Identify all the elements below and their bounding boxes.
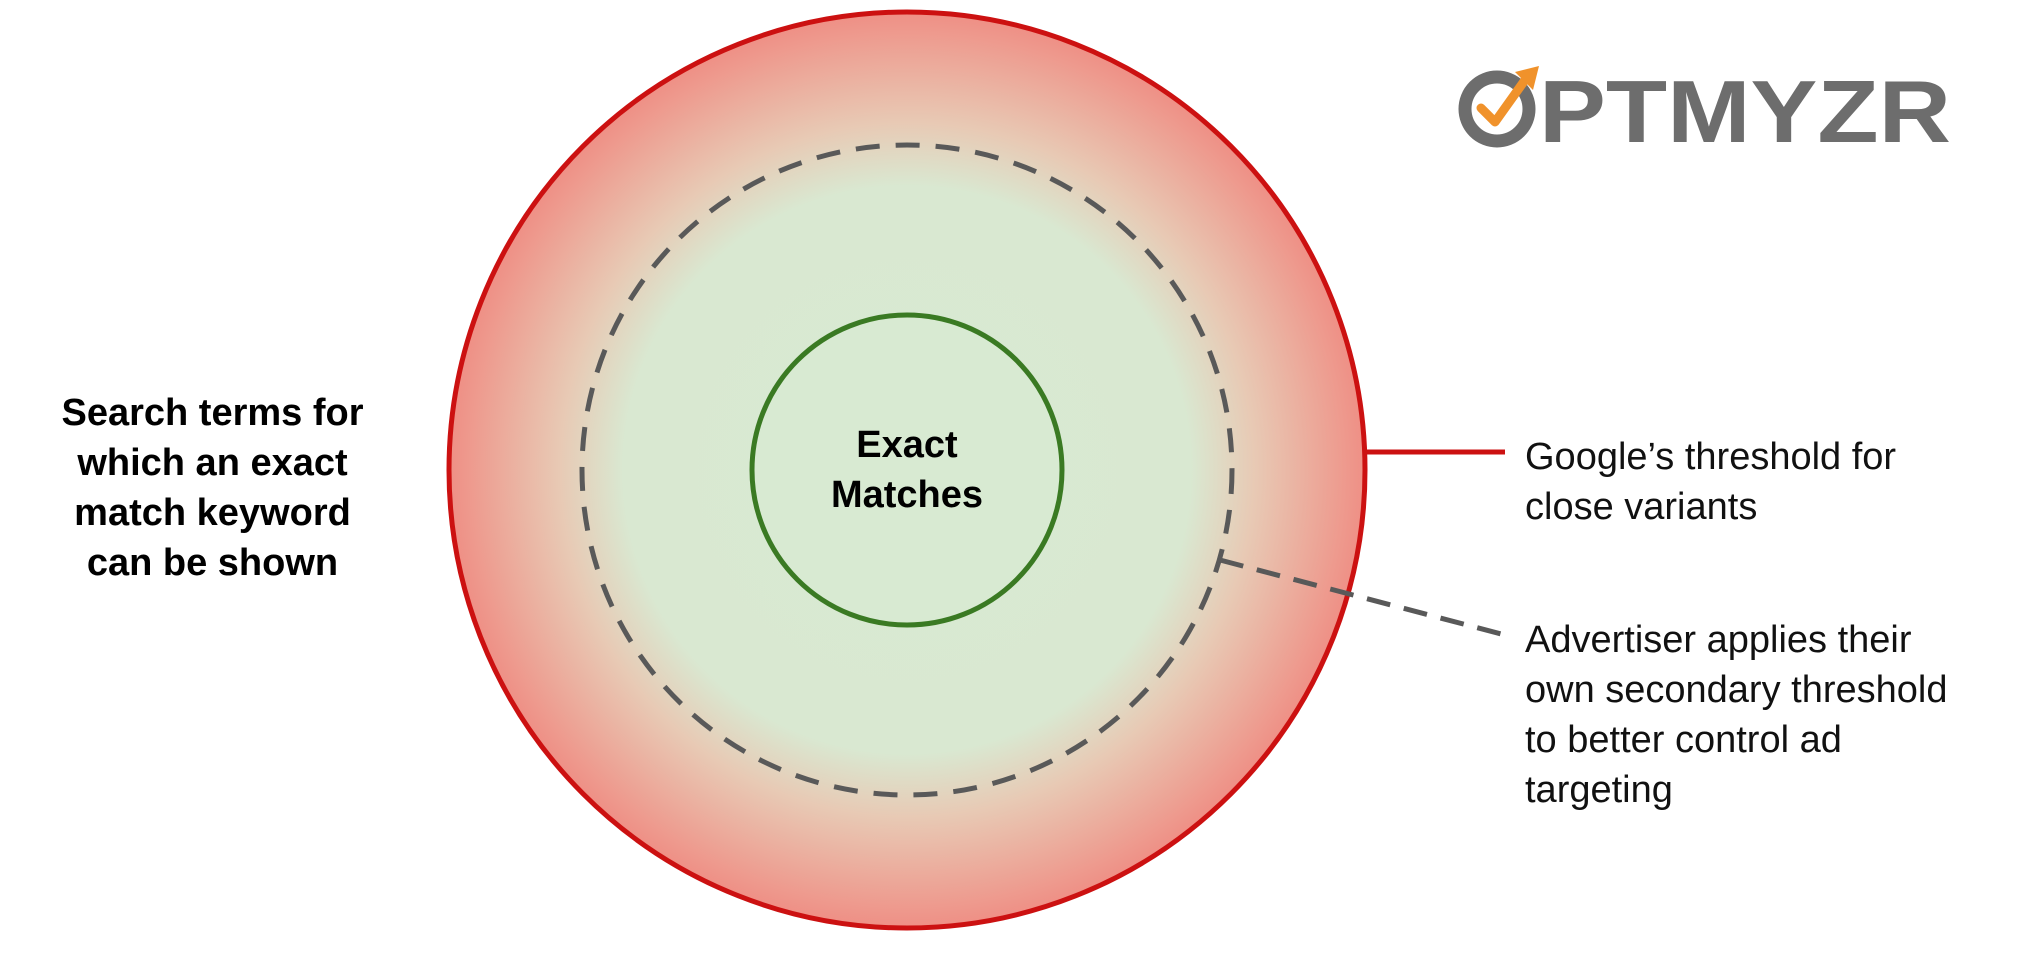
exact-matches-circle (749, 312, 1065, 628)
svg-text:PTMYZR: PTMYZR (1539, 62, 1951, 152)
advertiser-threshold-circle (579, 142, 1235, 798)
advertiser-threshold-callout: Advertiser applies their own secondary t… (1525, 619, 1948, 811)
search-terms-label: Search terms for which an exact match ke… (61, 392, 364, 584)
google-threshold-callout: Google’s threshold for close variants (1525, 436, 1897, 528)
advertiser-threshold-connector (1219, 557, 1506, 638)
exact-matches-label: Exact Matches (830, 424, 984, 516)
optmyzr-logo: PTMYZR (1458, 62, 1951, 152)
